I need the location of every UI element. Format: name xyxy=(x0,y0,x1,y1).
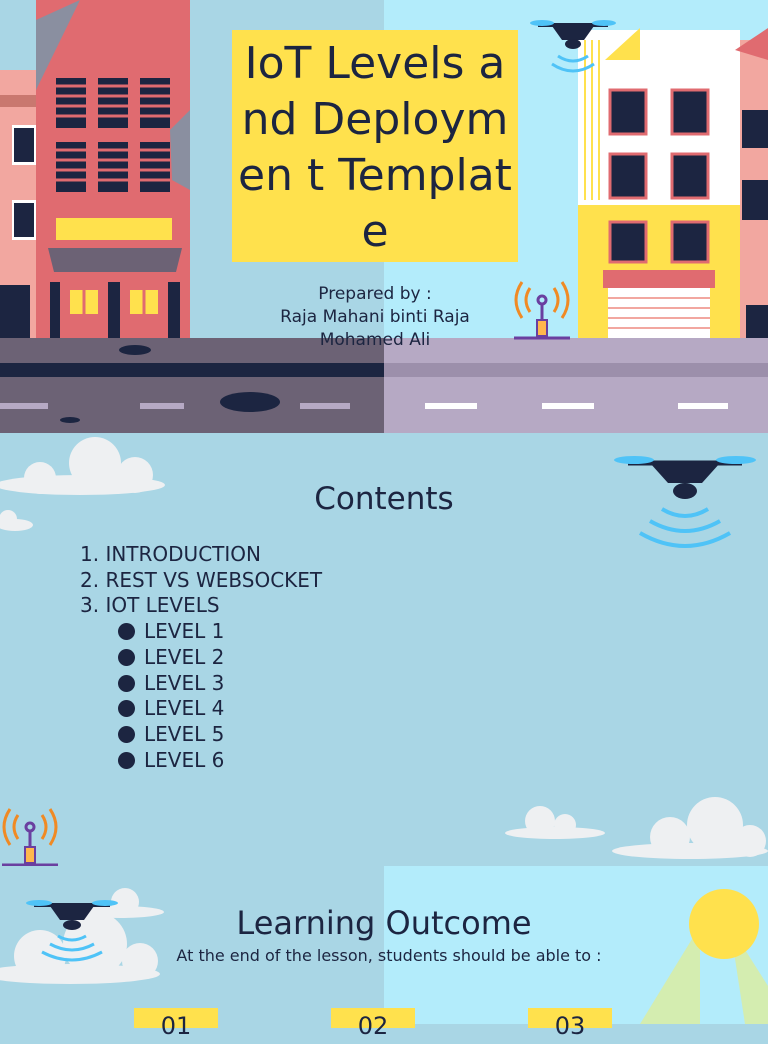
bullet-icon xyxy=(118,700,135,718)
bullet-icon xyxy=(118,623,135,641)
outcome-number: 01 xyxy=(134,1008,218,1040)
bullet-icon xyxy=(118,648,135,666)
author-line-1: Raja Mahani binti Raja xyxy=(280,307,470,327)
slide-contents: Contents 1. INTRODUCTION 2. REST VS WEBS… xyxy=(0,433,768,867)
drone-icon xyxy=(614,456,756,548)
slide-learning-outcome: Learning Outcome At the end of the lesso… xyxy=(0,866,768,1040)
city-illustration xyxy=(0,0,768,433)
drone-icon xyxy=(530,20,616,73)
level-item: LEVEL 3 xyxy=(80,671,322,697)
contents-title: Contents xyxy=(314,481,454,517)
learning-outcome-subtitle: At the end of the lesson, students shoul… xyxy=(176,946,602,965)
level-item: LEVEL 5 xyxy=(80,722,322,748)
bullet-icon xyxy=(118,751,135,769)
clouds-illustration xyxy=(0,437,768,859)
learning-outcome-title: Learning Outcome xyxy=(236,904,532,942)
prepared-label: Prepared by : xyxy=(318,284,432,304)
slide-title: IoT Levels and Deploymen t Template Prep… xyxy=(0,0,768,433)
bullet-icon xyxy=(118,725,135,743)
presentation-title: IoT Levels and Deploymen t Template xyxy=(238,38,512,257)
list-item: 3. IOT LEVELS xyxy=(80,593,220,618)
title-card xyxy=(232,30,518,262)
antenna-icon xyxy=(514,281,570,340)
level-item: LEVEL 4 xyxy=(80,696,322,722)
author-line-2: Mohamed Ali xyxy=(319,330,431,350)
outcome-number: 02 xyxy=(331,1008,415,1040)
level-item: LEVEL 6 xyxy=(80,748,322,774)
contents-list: 1. INTRODUCTION 2. REST VS WEBSOCKET 3. … xyxy=(80,542,322,773)
cloud-icon xyxy=(0,437,768,859)
bullet-icon xyxy=(118,674,135,692)
prepared-by: Prepared by : Raja Mahani binti Raja Moh… xyxy=(230,283,520,352)
sun-icon xyxy=(689,889,759,959)
level-item: LEVEL 1 xyxy=(80,619,322,645)
list-item: 1. INTRODUCTION xyxy=(80,542,261,566)
list-item: 2. REST VS WEBSOCKET xyxy=(80,567,323,592)
outcome-number: 03 xyxy=(528,1008,612,1040)
level-item: LEVEL 2 xyxy=(80,645,322,671)
drone-icon xyxy=(26,900,118,962)
antenna-icon xyxy=(2,808,58,867)
